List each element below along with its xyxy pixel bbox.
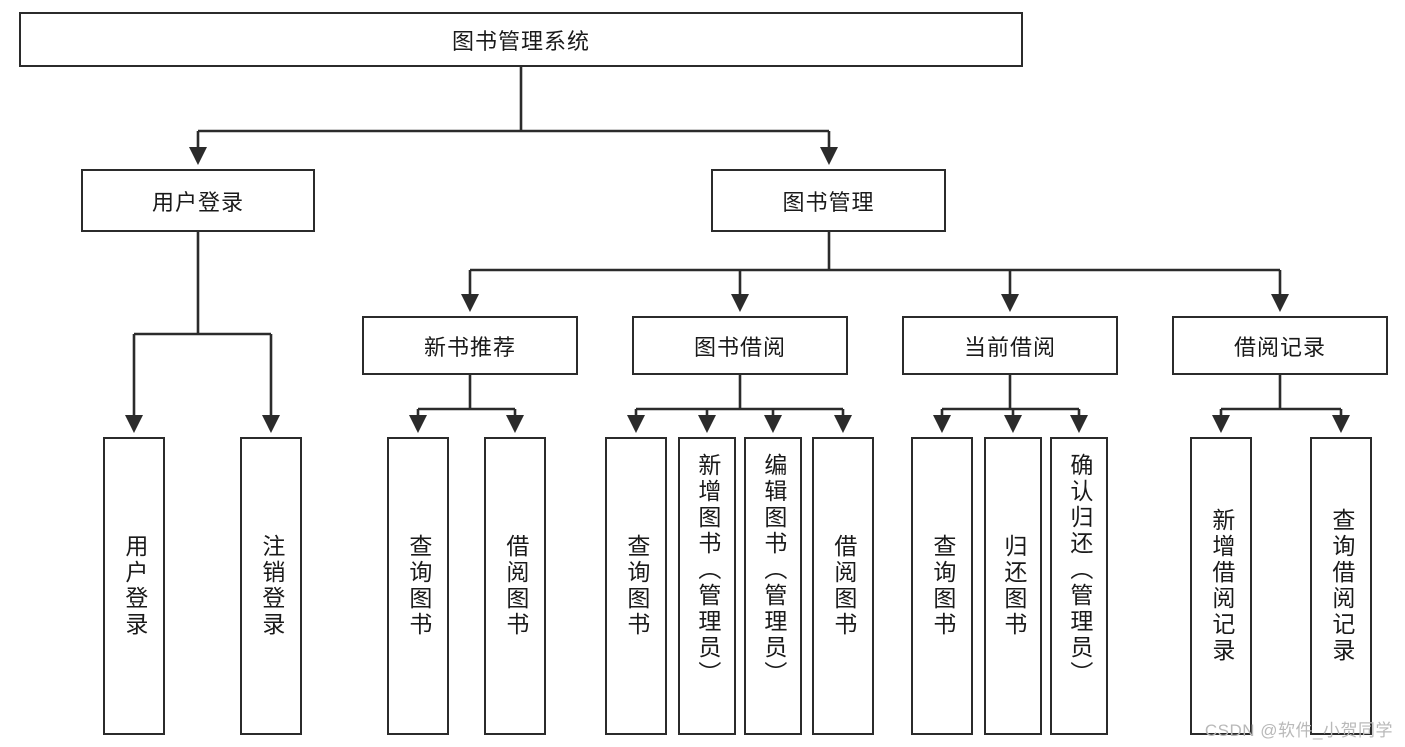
node-new-book-recommend-label: 新书推荐 [423,334,516,360]
leaf-query-book-recommend[interactable]: 查询图书 [387,437,449,735]
leaf-borrow-book-recommend[interactable]: 借阅图书 [484,437,546,735]
leaf-user-logout[interactable]: 注销登录 [240,437,302,735]
node-current-borrow-label: 当前借阅 [963,334,1056,360]
leaf-query-book-borrow-label: 查询图书 [623,534,650,638]
leaf-user-logout-label: 注销登录 [258,534,285,638]
leaf-return-book[interactable]: 归还图书 [984,437,1042,735]
leaf-query-borrow-record[interactable]: 查询借阅记录 [1310,437,1372,735]
leaf-edit-book-admin-label: 编辑图书（管理员） [760,453,787,687]
node-new-book-recommend[interactable]: 新书推荐 [362,316,578,375]
leaf-user-login[interactable]: 用户登录 [103,437,165,735]
node-borrow-record[interactable]: 借阅记录 [1172,316,1388,375]
leaf-return-book-label: 归还图书 [1000,534,1027,638]
leaf-add-borrow-record[interactable]: 新增借阅记录 [1190,437,1252,735]
node-borrow-record-label: 借阅记录 [1233,334,1326,360]
node-book-management[interactable]: 图书管理 [711,169,946,232]
leaf-add-borrow-record-label: 新增借阅记录 [1208,508,1235,664]
node-user-login-label: 用户登录 [151,189,244,215]
node-book-management-label: 图书管理 [782,189,875,215]
leaf-user-login-label: 用户登录 [121,534,148,638]
node-root[interactable]: 图书管理系统 [19,12,1023,67]
leaf-query-book-current[interactable]: 查询图书 [911,437,973,735]
leaf-borrow-book-label: 借阅图书 [830,534,857,638]
node-book-borrow-label: 图书借阅 [693,334,786,360]
leaf-add-book-admin[interactable]: 新增图书（管理员） [678,437,736,735]
leaf-borrow-book[interactable]: 借阅图书 [812,437,874,735]
leaf-confirm-return-admin[interactable]: 确认归还（管理员） [1050,437,1108,735]
leaf-query-book-borrow[interactable]: 查询图书 [605,437,667,735]
leaf-edit-book-admin[interactable]: 编辑图书（管理员） [744,437,802,735]
leaf-confirm-return-admin-label: 确认归还（管理员） [1066,453,1093,687]
node-root-label: 图书管理系统 [451,28,590,54]
node-user-login[interactable]: 用户登录 [81,169,315,232]
leaf-query-borrow-record-label: 查询借阅记录 [1328,508,1355,664]
watermark: CSDN @软件_小贺同学 [1204,721,1393,740]
leaf-query-book-recommend-label: 查询图书 [405,534,432,638]
leaf-add-book-admin-label: 新增图书（管理员） [694,453,721,687]
node-book-borrow[interactable]: 图书借阅 [632,316,848,375]
leaf-query-book-current-label: 查询图书 [929,534,956,638]
leaf-borrow-book-recommend-label: 借阅图书 [502,534,529,638]
node-current-borrow[interactable]: 当前借阅 [902,316,1118,375]
